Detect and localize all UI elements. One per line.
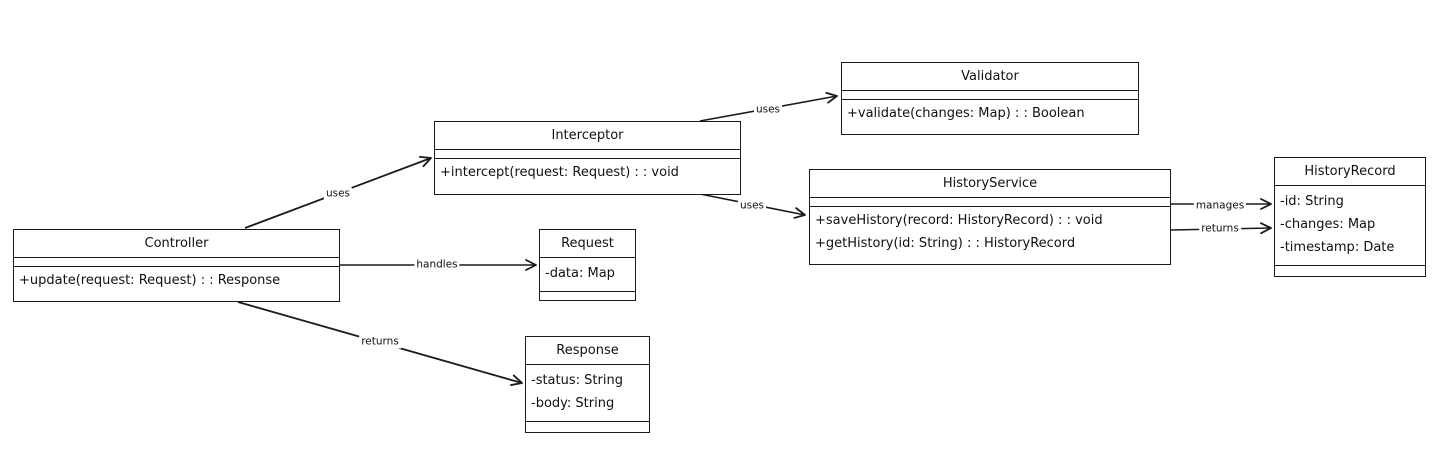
methods-compartment <box>526 422 649 427</box>
divider <box>526 421 649 422</box>
class-history-service[interactable]: HistoryService +saveHistory(record: Hist… <box>809 169 1171 265</box>
methods-compartment: +intercept(request: Request) : : void <box>435 159 740 190</box>
attribute: -id: String <box>1280 194 1344 209</box>
divider <box>842 90 1138 91</box>
label-manages: manages <box>1193 199 1247 213</box>
method: +saveHistory(record: HistoryRecord) : : … <box>815 213 1103 228</box>
label-handles: handles <box>414 258 460 272</box>
divider <box>540 291 635 292</box>
class-name: Interceptor <box>551 128 624 143</box>
attribute: -changes: Map <box>1280 217 1376 232</box>
divider <box>842 99 1138 100</box>
methods-compartment <box>1275 266 1425 271</box>
attributes-compartment <box>14 258 339 266</box>
attribute: -status: String <box>531 373 623 388</box>
attributes-compartment <box>810 198 1170 206</box>
class-name: Controller <box>144 236 209 251</box>
divider <box>1275 185 1425 186</box>
label-returns-record: returns <box>1199 222 1241 236</box>
methods-compartment: +saveHistory(record: HistoryRecord) : : … <box>810 207 1170 261</box>
methods-compartment: +validate(changes: Map) : : Boolean <box>842 100 1138 131</box>
class-interceptor[interactable]: Interceptor +intercept(request: Request)… <box>434 121 741 195</box>
label-uses-validator: uses <box>753 103 783 117</box>
divider <box>14 257 339 258</box>
attributes-compartment: -id: String -changes: Map -timestamp: Da… <box>1275 186 1425 265</box>
method: +getHistory(id: String) : : HistoryRecor… <box>815 236 1076 251</box>
methods-compartment <box>540 292 635 297</box>
class-request[interactable]: Request -data: Map <box>539 229 636 301</box>
class-controller[interactable]: Controller +update(request: Request) : :… <box>13 229 340 302</box>
attribute: -timestamp: Date <box>1280 240 1395 255</box>
divider <box>540 257 635 258</box>
method: +intercept(request: Request) : : void <box>440 165 679 180</box>
attributes-compartment: -data: Map <box>540 258 635 291</box>
divider <box>14 266 339 267</box>
class-history-record[interactable]: HistoryRecord -id: String -changes: Map … <box>1274 157 1426 277</box>
attributes-compartment: -status: String -body: String <box>526 365 649 421</box>
class-name: HistoryService <box>942 176 1038 191</box>
divider <box>435 149 740 150</box>
class-name: HistoryRecord <box>1304 164 1396 179</box>
attributes-compartment <box>842 91 1138 99</box>
attribute: -data: Map <box>545 266 615 281</box>
method: +validate(changes: Map) : : Boolean <box>847 106 1085 121</box>
divider <box>810 197 1170 198</box>
divider <box>810 206 1170 207</box>
methods-compartment: +update(request: Request) : : Response <box>14 267 339 298</box>
label-returns-response: returns <box>359 335 401 349</box>
label-uses-controller-interceptor: uses <box>323 187 353 201</box>
divider <box>1275 265 1425 266</box>
divider <box>435 158 740 159</box>
class-name: Validator <box>961 69 1019 84</box>
class-response[interactable]: Response -status: String -body: String <box>525 336 650 433</box>
label-uses-historyservice: uses <box>737 199 767 213</box>
divider <box>526 364 649 365</box>
attribute: -body: String <box>531 396 615 411</box>
method: +update(request: Request) : : Response <box>19 273 281 288</box>
class-name: Request <box>561 236 614 251</box>
class-name: Response <box>556 343 619 358</box>
class-validator[interactable]: Validator +validate(changes: Map) : : Bo… <box>841 62 1139 135</box>
attributes-compartment <box>435 150 740 158</box>
